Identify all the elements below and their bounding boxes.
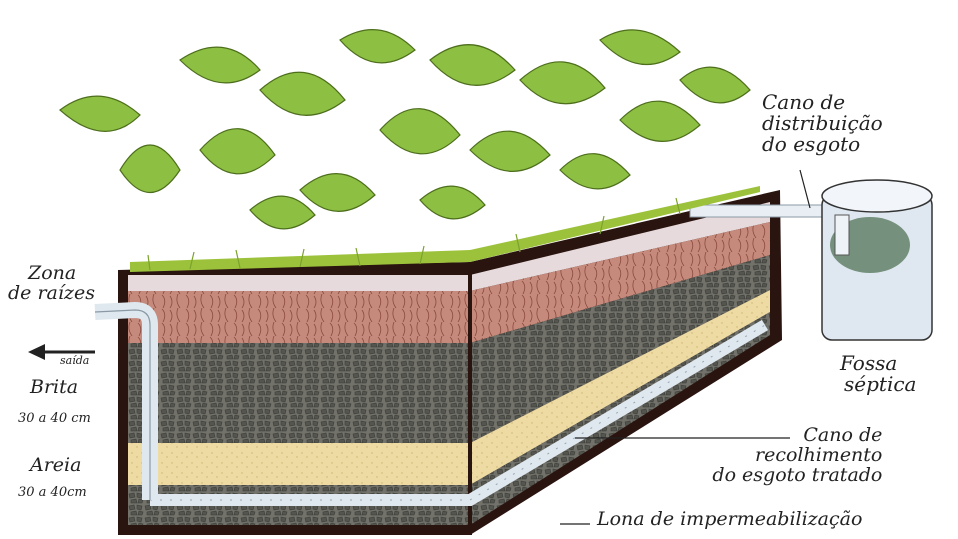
top-liner-band xyxy=(128,275,468,291)
label-brita-depth: 30 a 40 cm xyxy=(18,412,91,426)
root-zone-layer xyxy=(128,291,468,343)
label-saida: saída xyxy=(60,355,89,367)
label-areia-depth: 30 a 40cm xyxy=(18,486,87,500)
label-brita: Brita xyxy=(30,378,78,398)
distribution-pipe xyxy=(690,205,840,217)
label-areia: Areia xyxy=(30,456,81,476)
wetland-basin xyxy=(118,190,782,535)
label-cano-distribuicao: Cano de distribuição do esgoto xyxy=(762,92,883,155)
label-cano-recolhimento: Cano de recolhimento do esgoto tratado xyxy=(700,426,882,486)
plants xyxy=(60,30,750,229)
label-fossa-septica: Fossa séptica xyxy=(840,353,916,395)
sand-layer xyxy=(128,443,468,485)
label-zona-raizes: Zona de raízes xyxy=(8,264,95,304)
gravel-layer xyxy=(128,343,468,443)
septic-tank xyxy=(822,180,932,340)
label-lona: Lona de impermeabilização xyxy=(597,510,862,530)
